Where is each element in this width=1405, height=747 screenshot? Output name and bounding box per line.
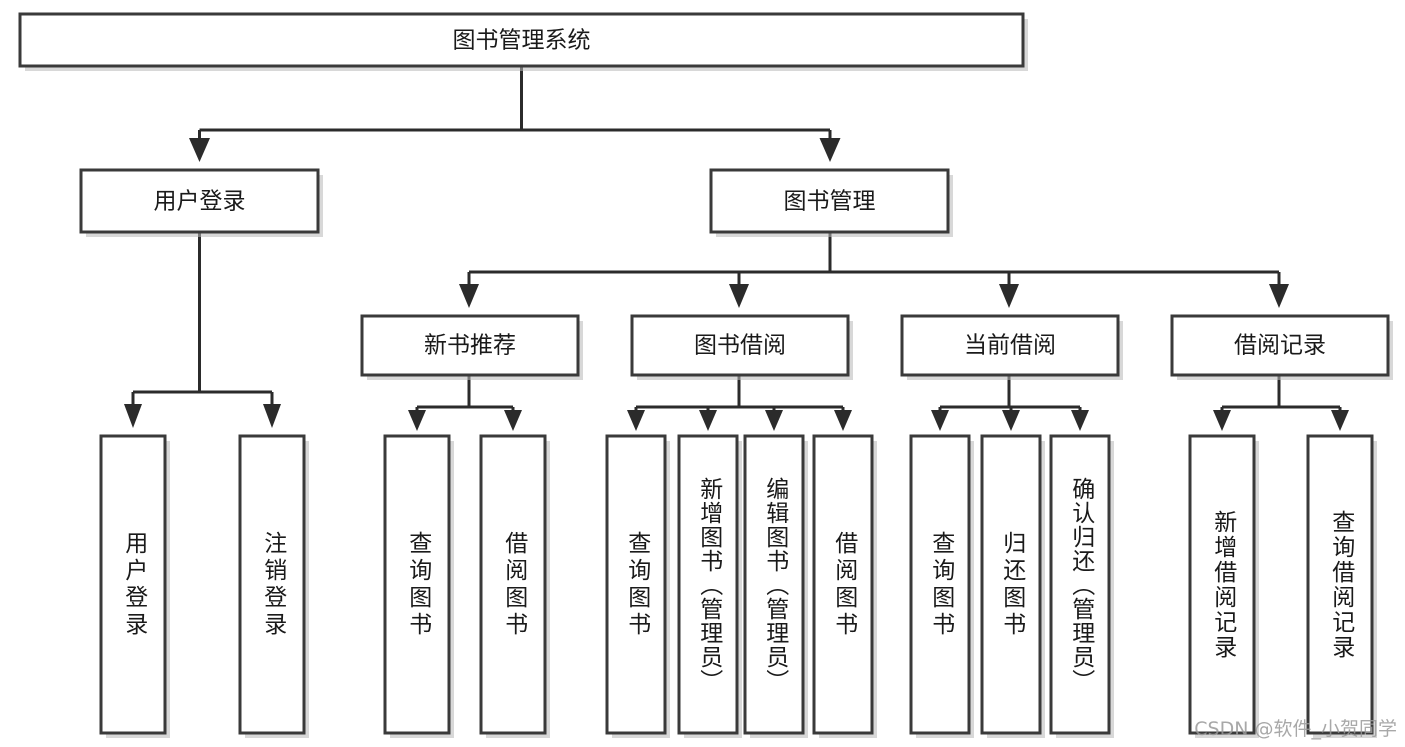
arrow-to-leaf-query-1 xyxy=(408,410,426,431)
node-user-login-box[interactable] xyxy=(79,168,320,234)
node-new-book-recommend-box[interactable] xyxy=(360,314,580,377)
leaf-box-confirm-return[interactable] xyxy=(1049,434,1111,735)
leaf-box-add-book[interactable] xyxy=(677,434,739,735)
leaf-box-query-book-3[interactable] xyxy=(909,434,971,735)
arrow-to-leaf-return xyxy=(1002,410,1020,431)
connector-group-bookmgmt-to-level3 xyxy=(459,232,1289,308)
leaf-box-user-login[interactable] xyxy=(99,434,167,735)
arrow-to-newbook xyxy=(459,284,479,308)
node-borrow-record[interactable]: 借阅记录 xyxy=(1170,314,1393,380)
arrow-to-leaf-queryrecord xyxy=(1331,410,1349,431)
arrow-to-leaf-borrow-1 xyxy=(504,410,522,431)
leaf-box-query-record[interactable] xyxy=(1306,434,1374,735)
leaf-box-add-record[interactable] xyxy=(1188,434,1256,735)
arrow-to-borrow xyxy=(729,284,749,308)
node-borrow-record-box[interactable] xyxy=(1170,314,1390,377)
node-current-borrow-label: 当前借阅 xyxy=(964,333,1056,359)
node-borrow-record-label: 借阅记录 xyxy=(1234,333,1326,359)
leaf-box-logout[interactable] xyxy=(238,434,306,735)
arrow-to-leaf-addbook xyxy=(699,410,717,431)
leaf-box-query-book-1[interactable] xyxy=(383,434,451,735)
arrow-to-current xyxy=(999,284,1019,308)
leaf-box-query-book-2[interactable] xyxy=(605,434,667,735)
node-new-book-recommend[interactable]: 新书推荐 xyxy=(360,314,583,380)
leaf-box-edit-book[interactable] xyxy=(743,434,805,735)
connector-group-newbook-to-leaves xyxy=(408,375,522,431)
node-book-management-box[interactable] xyxy=(709,168,950,234)
connector-group-root-to-level2 xyxy=(189,66,841,162)
connector-group-record-to-leaves xyxy=(1213,375,1349,431)
leaf-box-return-book[interactable] xyxy=(980,434,1042,735)
node-book-borrow-label: 图书借阅 xyxy=(694,333,786,359)
arrow-to-leaf-borrow-2 xyxy=(834,410,852,431)
connector-group-borrow-to-leaves xyxy=(627,375,852,431)
connector-group-current-to-leaves xyxy=(931,375,1089,431)
node-user-login-label: 用户登录 xyxy=(154,189,246,215)
node-book-borrow[interactable]: 图书借阅 xyxy=(630,314,853,380)
arrow-to-leaf-userlogin xyxy=(124,404,142,428)
node-current-borrow-box[interactable] xyxy=(900,314,1120,377)
arrow-to-leaf-editbook xyxy=(765,410,783,431)
leaf-box-borrow-book-2[interactable] xyxy=(812,434,874,735)
node-book-management[interactable]: 图书管理 xyxy=(709,168,953,237)
node-current-borrow[interactable]: 当前借阅 xyxy=(900,314,1123,380)
node-user-login[interactable]: 用户登录 xyxy=(79,168,323,237)
node-book-borrow-box[interactable] xyxy=(630,314,850,377)
node-book-management-label: 图书管理 xyxy=(784,189,876,215)
leaf-node-group xyxy=(99,434,1377,738)
leaf-box-borrow-book-1[interactable] xyxy=(479,434,547,735)
connector-group-userlogin-to-leaves xyxy=(124,232,281,428)
arrow-to-leaf-confirm xyxy=(1071,410,1089,431)
arrow-to-leaf-query-3 xyxy=(931,410,949,431)
arrow-to-leaf-query-2 xyxy=(627,410,645,431)
node-root-box[interactable] xyxy=(18,12,1025,68)
node-root[interactable]: 图书管理系统 xyxy=(18,12,1028,71)
arrow-to-book-mgmt xyxy=(819,138,841,162)
node-root-label: 图书管理系统 xyxy=(453,28,591,54)
arrow-to-record xyxy=(1269,284,1289,308)
arrow-to-leaf-addrecord xyxy=(1213,410,1231,431)
arrow-to-leaf-logout xyxy=(263,404,281,428)
arrow-to-user-login xyxy=(189,138,210,162)
node-new-book-recommend-label: 新书推荐 xyxy=(424,333,516,359)
